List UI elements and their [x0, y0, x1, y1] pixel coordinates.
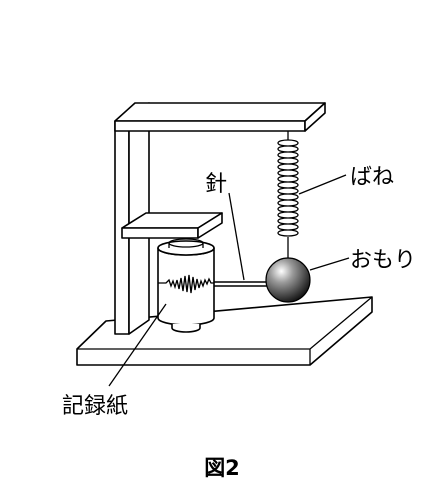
- needle-leader: [228, 192, 245, 281]
- paper-leader: [108, 303, 167, 387]
- seismic-trace: [158, 274, 214, 294]
- spring: [277, 131, 299, 260]
- weight-ball: [265, 257, 311, 303]
- frame-top-arm: [114, 102, 326, 132]
- figure-caption: 図2: [204, 456, 240, 480]
- base-plate: [76, 296, 373, 366]
- recording-drum: [157, 238, 215, 333]
- needle: [214, 281, 268, 287]
- spring-label: ばね: [350, 165, 394, 190]
- paper-label: 記録紙: [62, 394, 128, 419]
- frame-middle-arm: [121, 212, 223, 239]
- needle-label: 針: [205, 172, 227, 197]
- spring-leader: [298, 174, 347, 195]
- weight-leader: [309, 257, 350, 271]
- weight-label: おもり: [350, 248, 416, 273]
